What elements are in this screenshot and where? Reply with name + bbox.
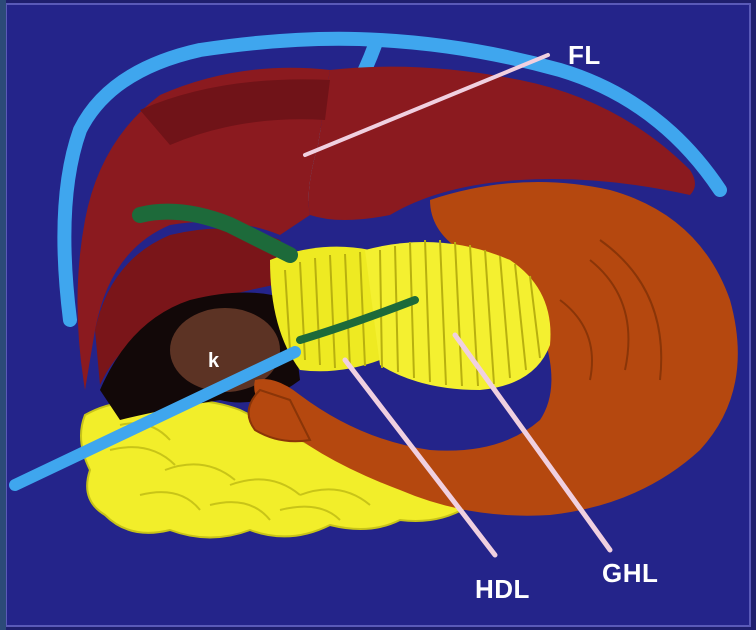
label-hdl: HDL [475,574,530,605]
outer-left-band [0,0,6,630]
label-fl: FL [568,40,601,71]
label-k: k [208,350,220,373]
label-ghl: GHL [602,558,658,589]
